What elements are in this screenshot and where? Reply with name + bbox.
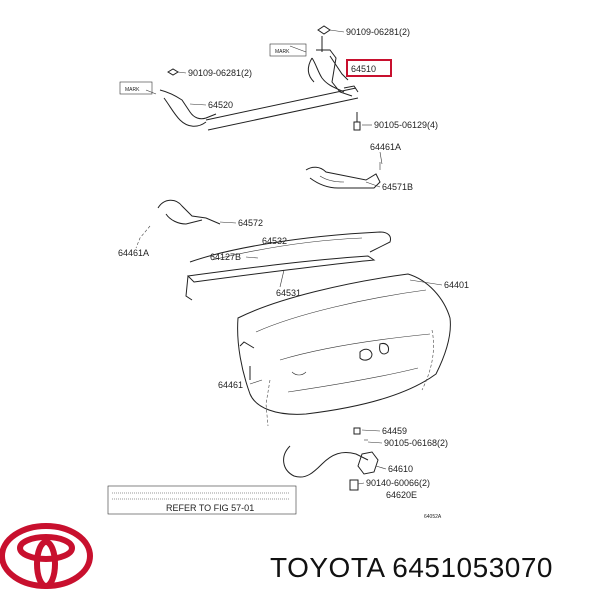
highlight-box-64510 (346, 59, 392, 77)
label-64401: 64401 (444, 280, 469, 290)
weatherstrip-64532-drawing (189, 231, 391, 263)
label-90109-06281-top: 90109-06281(2) (346, 27, 410, 37)
reference-note-box: REFER TO FIG 57-01 (107, 485, 297, 515)
panel-64461-drawing (239, 341, 255, 380)
mark-top-text: MARK (275, 49, 290, 55)
label-64572: 64572 (238, 218, 263, 228)
label-90105-06129: 90105-06129(4) (374, 120, 438, 130)
toyota-logo-icon (0, 523, 93, 589)
label-90140-60066: 90140-60066(2) (366, 478, 430, 488)
bolt-90105-06129 (353, 112, 361, 131)
label-64531: 64531 (276, 288, 301, 298)
label-64459: 64459 (382, 426, 407, 436)
label-64532: 64532 (262, 236, 287, 246)
trim-64531-drawing (185, 255, 376, 301)
diagram-code: 64052A (424, 514, 442, 520)
label-64127b: 64127B (210, 252, 241, 262)
cable-64572-drawing (135, 199, 221, 249)
label-64610: 64610 (388, 464, 413, 474)
label-64461: 64461 (218, 380, 243, 390)
trunk-lid-64401-drawing (237, 273, 451, 427)
label-64620e: 64620E (386, 490, 417, 500)
bracket-64461a-drawing (305, 162, 381, 189)
label-90105-06168: 90105-06168(2) (384, 438, 448, 448)
mark-tag-top: MARK (269, 43, 307, 57)
label-64520: 64520 (208, 100, 233, 110)
label-64461a-right: 64461A (370, 142, 401, 152)
opener-cable-drawing (283, 427, 379, 491)
label-64571b: 64571B (382, 182, 413, 192)
label-90109-06281-left: 90109-06281(2) (188, 68, 252, 78)
label-64461a-left: 64461A (118, 248, 149, 258)
mark-left-text: MARK (125, 87, 140, 93)
hinge-64510-drawing (289, 25, 359, 97)
refer-note-text: REFER TO FIG 57-01 (166, 503, 254, 513)
hinge-64520-drawing (145, 68, 359, 131)
label-64510: 64510 (351, 64, 376, 74)
brand-part-number: TOYOTA 6451053070 (270, 552, 553, 583)
mark-tag-left: MARK (119, 81, 153, 95)
